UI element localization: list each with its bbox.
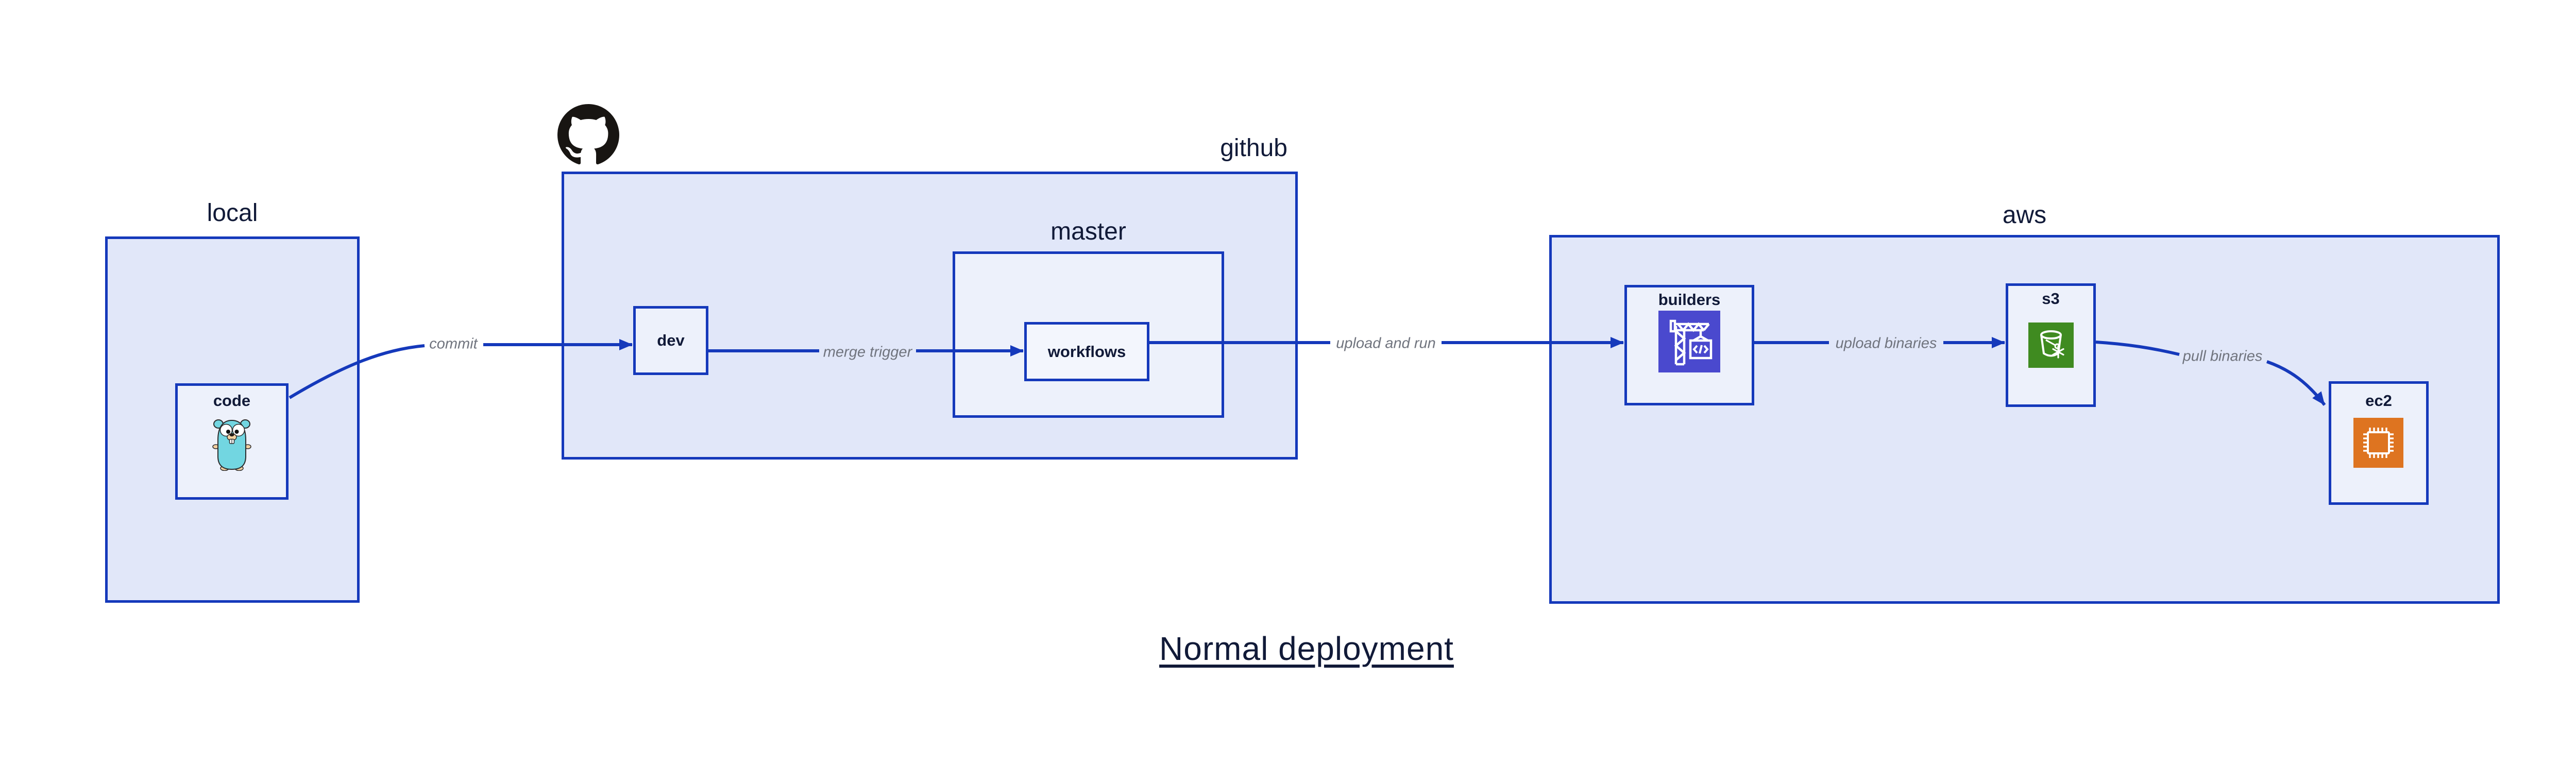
master-node-label: master bbox=[1050, 218, 1126, 245]
go-gopher-icon bbox=[212, 419, 251, 471]
builders-node-label: builders bbox=[1658, 291, 1721, 309]
commit-arrow-start bbox=[289, 344, 425, 399]
aws-ec2-chip-icon bbox=[2353, 418, 2403, 468]
github-group-label: github bbox=[1220, 134, 1287, 162]
pull-binaries-edge-label: pull binaries bbox=[2182, 348, 2263, 365]
dev-node-label: dev bbox=[657, 331, 685, 349]
github-octocat-icon bbox=[557, 104, 619, 165]
builders-node-box bbox=[1624, 285, 1754, 405]
aws-codebuild-crane-icon bbox=[1658, 311, 1720, 372]
upload-and-run-edge-label: upload and run bbox=[1336, 335, 1436, 352]
local-group-label: local bbox=[207, 199, 258, 227]
code-node-label: code bbox=[213, 392, 251, 410]
aws-group-label: aws bbox=[2002, 201, 2047, 229]
workflows-node-box bbox=[1024, 322, 1149, 381]
s3-node-label: s3 bbox=[2042, 290, 2060, 308]
commit-edge-label: commit bbox=[429, 335, 478, 352]
workflows-node-label: workflows bbox=[1047, 343, 1126, 361]
ec2-node-label: ec2 bbox=[2365, 392, 2392, 410]
upload-binaries-edge-label: upload binaries bbox=[1835, 335, 1937, 352]
pull-binaries-arrow-end bbox=[2266, 360, 2326, 406]
pull-binaries-arrow-start bbox=[2095, 341, 2180, 356]
aws-s3-bucket-snowflake-icon bbox=[2028, 322, 2074, 368]
dev-node-box bbox=[633, 306, 708, 375]
diagram-title: Normal deployment bbox=[1159, 630, 1454, 667]
merge-trigger-edge-label: merge trigger bbox=[823, 344, 912, 361]
